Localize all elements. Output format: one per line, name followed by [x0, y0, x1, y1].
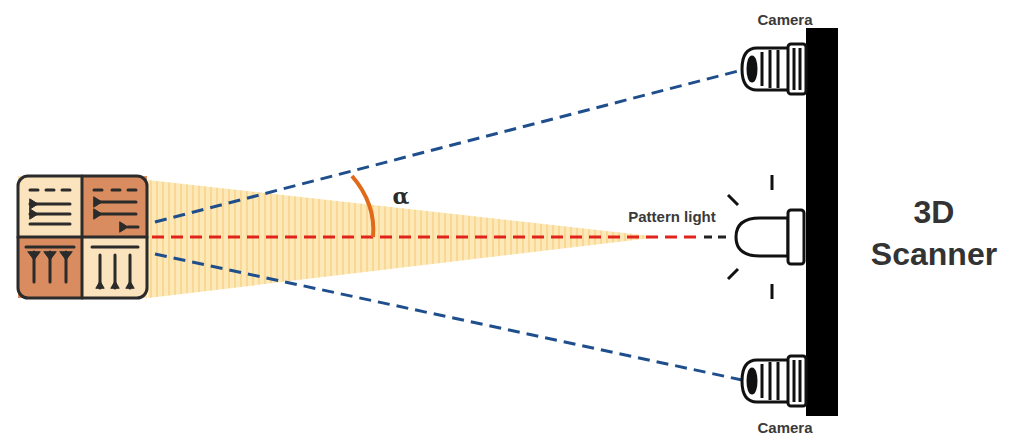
angle-label: α	[393, 184, 410, 208]
camera-icon	[742, 356, 806, 406]
camera-view-line	[155, 70, 742, 222]
light-label: Pattern light	[628, 209, 716, 226]
scanned-object	[18, 176, 147, 298]
light-axis	[152, 236, 700, 239]
angle-arc	[352, 176, 373, 237]
scanner-title: 3D Scanner	[859, 192, 1009, 275]
scanner-body	[806, 28, 838, 416]
camera-label: Camera	[757, 12, 812, 29]
camera-icon	[742, 44, 806, 94]
camera-label: Camera	[757, 420, 812, 437]
light-beam	[148, 180, 660, 298]
light-bulb	[728, 175, 804, 299]
light-axis	[704, 236, 732, 239]
camera-view-line	[155, 254, 742, 380]
